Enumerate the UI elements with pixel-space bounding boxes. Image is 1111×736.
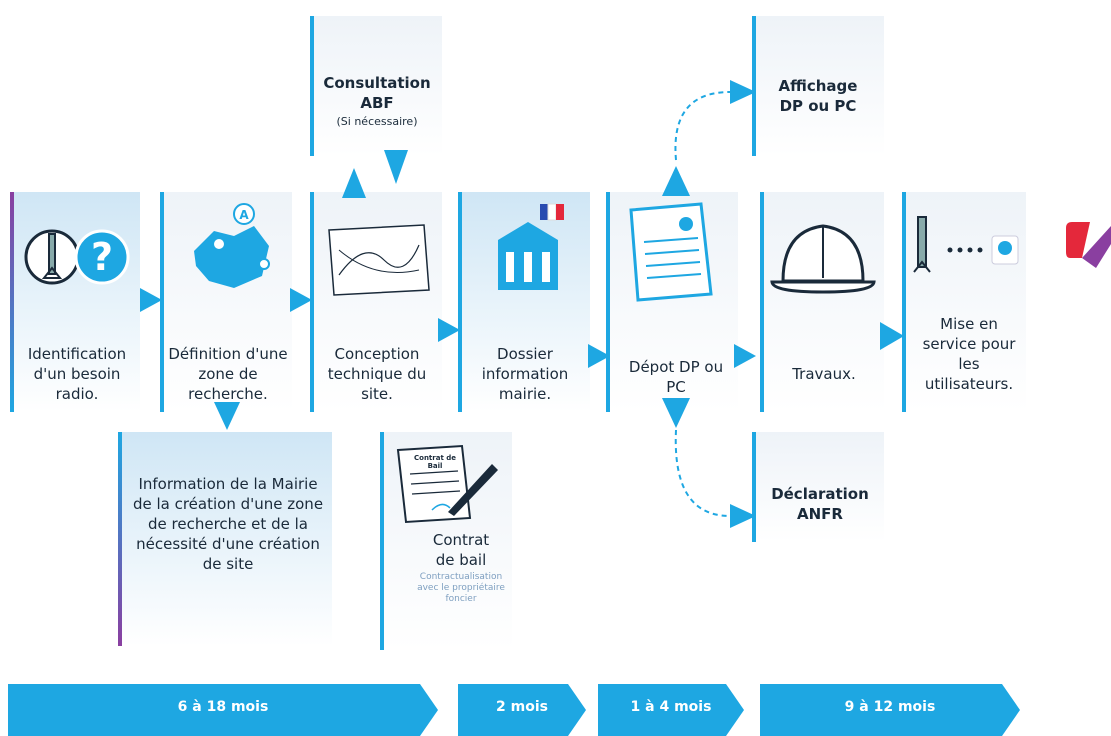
step-mise-en-service: Mise en service pour les utilisateurs.: [902, 192, 1026, 412]
timeline-label: 6 à 18 mois: [177, 699, 269, 715]
form-document-icon: [629, 202, 713, 302]
timeline-label: 9 à 12 mois: [844, 699, 936, 715]
hard-hat-icon: [770, 224, 876, 294]
brand-logo: [1066, 222, 1111, 268]
town-hall-flag-icon: [498, 203, 564, 290]
timeline-6-18-mois: 6 à 18 mois: [8, 684, 438, 736]
svg-text:?: ?: [91, 235, 113, 279]
step-label: Définition d'une zone de recherche.: [168, 345, 288, 403]
step-dossier: Dossier information mairie.: [458, 192, 590, 412]
signed-contract-icon: [396, 444, 498, 524]
step-label: Travaux.: [792, 365, 856, 383]
box-information-mairie: Information de la Mairie de la création …: [118, 432, 332, 646]
declaration-label: Déclaration ANFR: [771, 485, 869, 523]
timeline-2-mois: 2 mois: [458, 684, 586, 736]
svg-text:A: A: [239, 208, 249, 222]
step-label: Mise en service pour les utilisateurs.: [922, 315, 1016, 393]
dashed-link-declaration: [674, 429, 731, 517]
timeline-1-4-mois: 1 à 4 mois: [598, 684, 744, 736]
step-label: Identification d'un besoin radio.: [27, 345, 127, 403]
step-depot: Dépot DP ou PC: [606, 192, 738, 412]
contrat-note: Contractualisation avec le propriétaire …: [417, 572, 505, 604]
box-consultation-abf: Consultation ABF (Si nécessaire): [310, 16, 442, 156]
box-affichage: Affichage DP ou PC: [752, 16, 884, 156]
affichage-label: Affichage DP ou PC: [778, 77, 858, 115]
arrow-right: [290, 288, 312, 312]
timeline-9-12-mois: 9 à 12 mois: [760, 684, 1020, 736]
box-declaration-anfr: Déclaration ANFR: [752, 432, 884, 542]
step-conception: Conception technique du site.: [310, 192, 442, 412]
information-mairie-text: Information de la Mairie de la création …: [132, 475, 324, 573]
step-label: Conception technique du site.: [327, 345, 427, 403]
consultation-note: (Si nécessaire): [336, 115, 418, 128]
arrow-right: [140, 288, 162, 312]
consultation-title: Consultation ABF: [323, 74, 431, 112]
step-label: Dossier information mairie.: [481, 345, 569, 403]
timeline-label: 2 mois: [496, 699, 548, 715]
france-map-pins-icon: A: [194, 203, 270, 288]
step-travaux: Travaux.: [760, 192, 884, 412]
antenna-to-phone-icon: [913, 216, 1019, 273]
step-label: Dépot DP ou PC: [628, 358, 724, 396]
step-identification: ? Identification d'un besoin radio.: [10, 192, 140, 412]
antenna-question-icon: ?: [24, 229, 130, 285]
dashed-link-affichage: [674, 91, 731, 161]
timeline-label: 1 à 4 mois: [630, 699, 712, 715]
technical-plan-icon: [328, 224, 430, 296]
step-definition: A Définition d'une zone de recherche.: [160, 192, 292, 412]
contrat-doc-heading: Contrat de Bail: [414, 454, 456, 470]
box-contrat-de-bail: Contrat de Bail Contrat de bail Contract…: [380, 432, 512, 650]
contrat-title: Contrat de bail: [432, 531, 490, 569]
